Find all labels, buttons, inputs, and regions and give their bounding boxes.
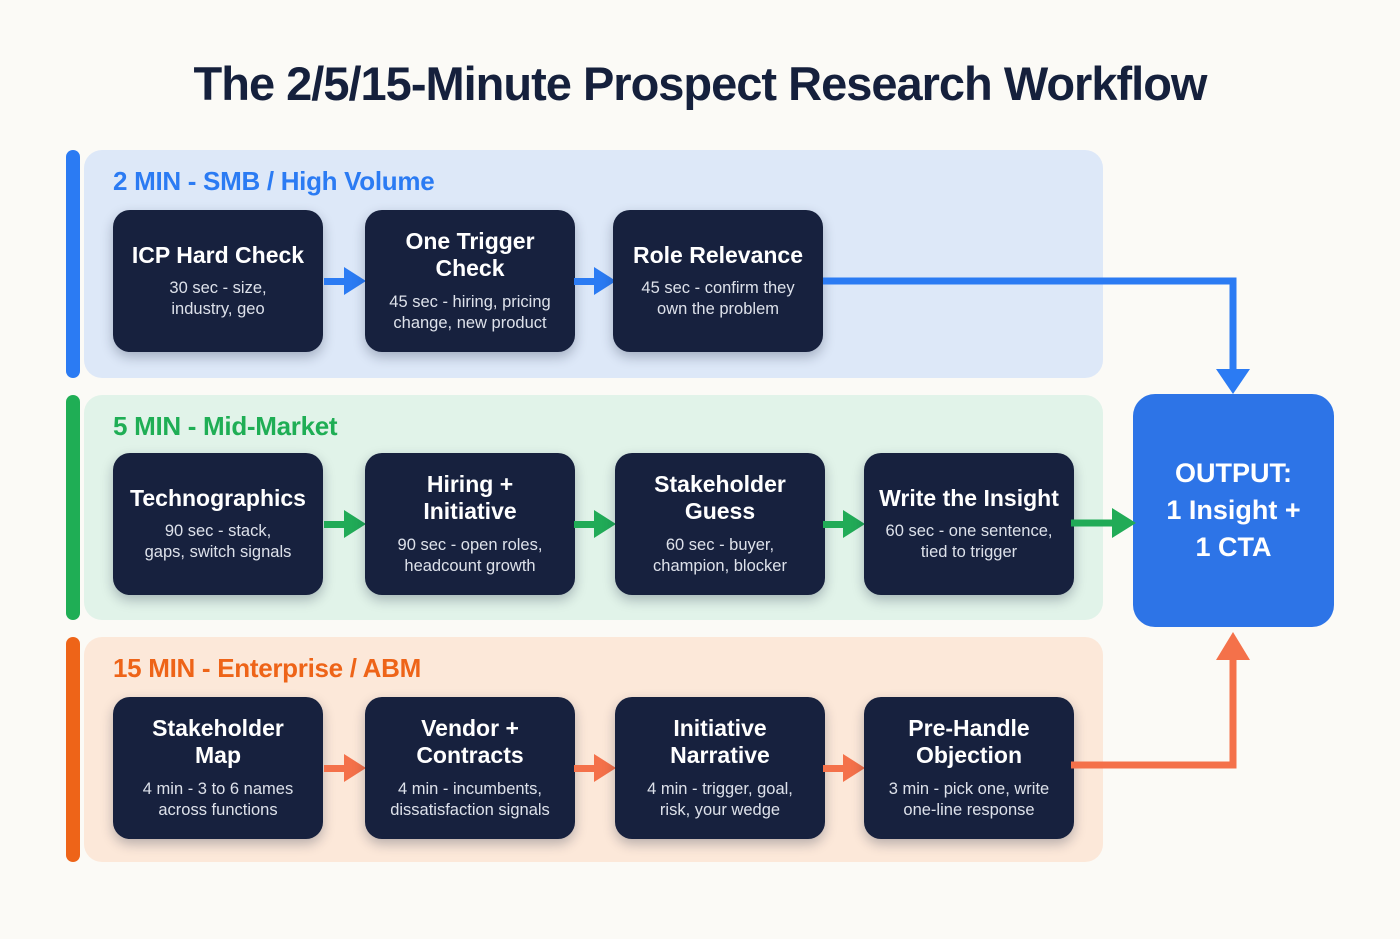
- band-mid-market-5min: 5 MIN - Mid-Market Technographics 90 sec…: [66, 395, 1103, 620]
- step-title: Stakeholder Guess: [654, 471, 786, 525]
- output-node: OUTPUT: 1 Insight + 1 CTA: [1133, 394, 1334, 627]
- step-box-stakeholder-map: Stakeholder Map 4 min - 3 to 6 names acr…: [113, 697, 323, 839]
- step-detail: 60 sec - buyer, champion, blocker: [653, 535, 787, 575]
- band-smb-header: 2 MIN - SMB / High Volume: [113, 166, 435, 196]
- band-smb-2min: 2 MIN - SMB / High Volume ICP Hard Check…: [66, 150, 1103, 378]
- page-title: The 2/5/15-Minute Prospect Research Work…: [193, 57, 1208, 110]
- output-line: 1 CTA: [1195, 532, 1272, 563]
- step-title: Hiring + Initiative: [423, 471, 517, 525]
- step-title: Write the Insight: [879, 484, 1059, 511]
- arrow-right-icon: [324, 754, 366, 782]
- output-line: 1 Insight +: [1166, 494, 1301, 525]
- step-title: One Trigger Check: [405, 228, 535, 282]
- step-detail: 30 sec - size, industry, geo: [169, 278, 267, 319]
- band-enterprise-15min: 15 MIN - Enterprise / ABM Stakeholder Ma…: [66, 637, 1103, 862]
- step-box-vendor-contracts: Vendor + Contracts 4 min - incumbents, d…: [365, 697, 575, 839]
- arrow-right-icon: [324, 510, 366, 538]
- band-accent-bar: [66, 637, 80, 862]
- step-title: Role Relevance: [632, 241, 804, 268]
- arrow-right-icon: [823, 510, 865, 538]
- band-accent-bar: [66, 395, 80, 620]
- step-box-write-the-insight: Write the Insight 60 sec - one sentence,…: [864, 453, 1074, 595]
- step-detail: 45 sec - hiring, pricing change, new pro…: [389, 292, 551, 332]
- step-box-initiative-narrative: Initiative Narrative 4 min - trigger, go…: [615, 697, 825, 839]
- output-line: OUTPUT:: [1175, 457, 1292, 488]
- band-ent-header: 15 MIN - Enterprise / ABM: [113, 653, 421, 683]
- step-title: ICP Hard Check: [131, 241, 305, 268]
- step-detail: 90 sec - stack, gaps, switch signals: [144, 521, 292, 562]
- step-title: Pre-Handle Objection: [908, 715, 1030, 769]
- step-detail: 90 sec - open roles, headcount growth: [397, 535, 543, 575]
- step-detail: 4 min - 3 to 6 names across functions: [142, 779, 294, 819]
- step-box-stakeholder-guess: Stakeholder Guess 60 sec - buyer, champi…: [615, 453, 825, 595]
- step-detail: 60 sec - one sentence, tied to trigger: [885, 521, 1053, 562]
- step-title: Technographics: [130, 484, 306, 511]
- step-box-one-trigger-check: One Trigger Check 45 sec - hiring, prici…: [365, 210, 575, 352]
- step-detail: 4 min - incumbents, dissatisfaction sign…: [390, 779, 550, 819]
- arrow-right-icon: [574, 510, 616, 538]
- arrow-right-icon: [574, 754, 616, 782]
- band-accent-bar: [66, 150, 80, 378]
- step-detail: 45 sec - confirm they own the problem: [641, 278, 795, 319]
- arrow-right-icon: [324, 267, 366, 295]
- step-title: Vendor + Contracts: [416, 715, 524, 769]
- step-detail: 3 min - pick one, write one-line respons…: [888, 779, 1050, 819]
- step-detail: 4 min - trigger, goal, risk, your wedge: [647, 779, 793, 819]
- step-title: Initiative Narrative: [670, 715, 770, 769]
- step-box-hiring-initiative: Hiring + Initiative 90 sec - open roles,…: [365, 453, 575, 595]
- band-mid-header: 5 MIN - Mid-Market: [113, 411, 338, 441]
- step-title: Stakeholder Map: [152, 715, 284, 769]
- step-box-role-relevance: Role Relevance 45 sec - confirm they own…: [613, 210, 823, 352]
- arrow-right-icon: [823, 754, 865, 782]
- step-box-technographics: Technographics 90 sec - stack, gaps, swi…: [113, 453, 323, 595]
- step-box-pre-handle-objection: Pre-Handle Objection 3 min - pick one, w…: [864, 697, 1074, 839]
- step-box-icp-hard-check: ICP Hard Check 30 sec - size, industry, …: [113, 210, 323, 352]
- arrow-right-icon: [574, 267, 616, 295]
